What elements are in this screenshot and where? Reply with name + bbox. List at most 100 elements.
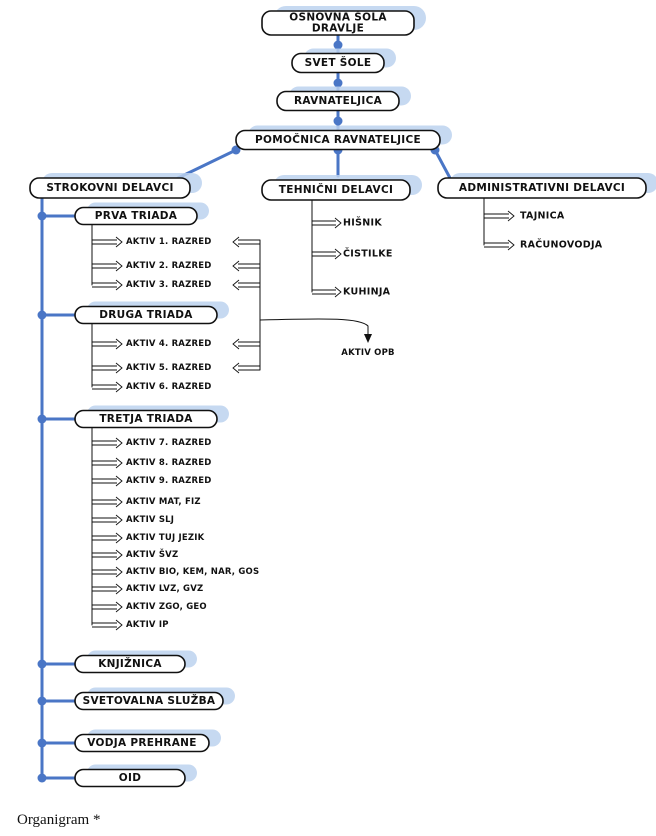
connector-pomocnica-administrativni bbox=[433, 148, 452, 180]
group-2-item-5: AKTIV TUJ JEZIK bbox=[126, 533, 205, 543]
group-1-item-1: AKTIV 5. RAZRED bbox=[126, 363, 211, 373]
arrow-group-2-10 bbox=[92, 619, 123, 631]
arrow-tehnicni-1 bbox=[312, 248, 342, 260]
opb-arrow-0 bbox=[232, 236, 260, 248]
node-group-5-label: VODJA PREHRANE bbox=[87, 737, 196, 749]
group-2-item-7: AKTIV BIO, KEM, NAR, GOS bbox=[126, 567, 259, 577]
group-dot-4 bbox=[37, 696, 47, 706]
node-tehnicni-delavci-frame bbox=[261, 179, 411, 201]
node-group-1-label: DRUGA TRIADA bbox=[99, 309, 193, 321]
group-dot-6 bbox=[37, 773, 47, 783]
node-group-0: PRVA TRIADA bbox=[74, 202, 209, 226]
connector-dot-0 bbox=[333, 40, 343, 50]
opb-connector bbox=[259, 318, 369, 338]
node-svet-sole: SVET ŠOLE bbox=[291, 48, 396, 74]
arrow-group-2-4 bbox=[92, 514, 123, 526]
node-pomocnica-frame bbox=[235, 129, 441, 151]
arrow-administrativni-1 bbox=[484, 239, 515, 251]
node-group-6-frame bbox=[74, 768, 186, 788]
group-2-item-0: AKTIV 7. RAZRED bbox=[126, 438, 211, 448]
administrativni-item-0: TAJNICA bbox=[520, 211, 565, 222]
arrow-group-1-0 bbox=[92, 338, 123, 350]
arrow-group-0-1 bbox=[92, 260, 123, 272]
arrow-group-2-9 bbox=[92, 601, 123, 613]
arrow-group-0-2 bbox=[92, 279, 123, 291]
arrow-administrativni-0 bbox=[484, 210, 515, 222]
group-2-item-4: AKTIV SLJ bbox=[126, 515, 174, 525]
group-2-item-10: AKTIV IP bbox=[126, 620, 169, 630]
node-group-2-label: TRETJA TRIADA bbox=[99, 413, 193, 425]
node-osnovna-sola-label: DRAVLJE bbox=[312, 23, 364, 35]
node-strokovni-delavci-label: STROKOVNI DELAVCI bbox=[46, 182, 173, 194]
arrow-group-1-2 bbox=[92, 381, 123, 393]
group-0-item-0: AKTIV 1. RAZRED bbox=[126, 237, 211, 247]
arrow-group-2-0 bbox=[92, 437, 123, 449]
node-group-2-frame bbox=[74, 409, 218, 429]
node-group-1: DRUGA TRIADA bbox=[74, 301, 229, 325]
node-administrativni-delavci-frame bbox=[437, 177, 647, 199]
group-dot-0 bbox=[37, 211, 47, 221]
opb-arrow-1 bbox=[232, 260, 260, 272]
group-2-item-9: AKTIV ZGO, GEO bbox=[126, 602, 207, 612]
opb-arrowhead bbox=[364, 334, 372, 343]
opb-arrow-2 bbox=[232, 279, 260, 291]
node-group-4-label: SVETOVALNA SLUŽBA bbox=[83, 694, 216, 707]
aktiv-opb-label: AKTIV OPB bbox=[341, 348, 394, 358]
caption: Organigram * bbox=[17, 812, 101, 828]
arrow-tehnicni-2 bbox=[312, 286, 342, 298]
arrow-group-2-1 bbox=[92, 457, 123, 469]
connector-dot-1 bbox=[333, 78, 343, 88]
arrow-group-2-2 bbox=[92, 475, 123, 487]
connector-dot-2 bbox=[333, 116, 343, 126]
node-svet-sole-frame bbox=[291, 52, 385, 74]
node-group-5: VODJA PREHRANE bbox=[74, 729, 221, 753]
arrow-tehnicni-0 bbox=[312, 217, 342, 229]
group-0-item-2: AKTIV 3. RAZRED bbox=[126, 280, 211, 290]
node-pomocnica-label: POMOČNICA RAVNATELJICE bbox=[255, 133, 421, 146]
node-administrativni-delavci: ADMINISTRATIVNI DELAVCI bbox=[437, 173, 656, 199]
node-group-6: OID bbox=[74, 764, 197, 788]
node-group-3: KNJIŽNICA bbox=[74, 650, 197, 674]
group-1-item-2: AKTIV 6. RAZRED bbox=[126, 382, 211, 392]
arrow-group-2-8 bbox=[92, 583, 123, 595]
node-strokovni-delavci-frame bbox=[29, 177, 191, 199]
tehnicni-item-2: KUHINJA bbox=[343, 287, 391, 298]
group-2-item-2: AKTIV 9. RAZRED bbox=[126, 476, 211, 486]
arrow-group-0-0 bbox=[92, 236, 123, 248]
arrow-group-2-5 bbox=[92, 532, 123, 544]
group-dot-1 bbox=[37, 310, 47, 320]
node-group-0-frame bbox=[74, 206, 198, 226]
group-2-item-6: AKTIV ŠVZ bbox=[126, 548, 178, 560]
arrow-group-2-7 bbox=[92, 566, 123, 578]
node-strokovni-delavci: STROKOVNI DELAVCI bbox=[29, 173, 202, 199]
connector-dot-strokovni bbox=[231, 145, 241, 155]
node-osnovna-sola-label: OSNOVNA ŠOLA bbox=[289, 11, 387, 24]
node-tehnicni-delavci: TEHNIČNI DELAVCI bbox=[261, 175, 422, 201]
node-group-4: SVETOVALNA SLUŽBA bbox=[74, 687, 235, 711]
node-group-4-frame bbox=[74, 691, 224, 711]
node-svet-sole-label: SVET ŠOLE bbox=[305, 56, 372, 69]
node-group-6-label: OID bbox=[119, 772, 141, 784]
node-pomocnica: POMOČNICA RAVNATELJICE bbox=[235, 125, 452, 151]
tehnicni-item-0: HIŠNIK bbox=[343, 217, 382, 229]
node-ravnateljica-frame bbox=[276, 90, 400, 112]
node-group-3-frame bbox=[74, 654, 186, 674]
group-dot-5 bbox=[37, 738, 47, 748]
group-2-item-1: AKTIV 8. RAZRED bbox=[126, 458, 211, 468]
node-group-5-frame bbox=[74, 733, 210, 753]
arrow-group-2-3 bbox=[92, 496, 123, 508]
group-1-item-0: AKTIV 4. RAZRED bbox=[126, 339, 211, 349]
group-0-item-1: AKTIV 2. RAZRED bbox=[126, 261, 211, 271]
arrow-group-1-1 bbox=[92, 362, 123, 374]
arrow-group-2-6 bbox=[92, 549, 123, 561]
group-dot-2 bbox=[37, 414, 47, 424]
node-group-2: TRETJA TRIADA bbox=[74, 405, 229, 429]
node-group-3-label: KNJIŽNICA bbox=[98, 657, 162, 670]
node-group-0-label: PRVA TRIADA bbox=[95, 210, 178, 222]
node-ravnateljica-label: RAVNATELJICA bbox=[294, 95, 383, 107]
opb-arrow-3 bbox=[232, 338, 260, 350]
group-2-item-8: AKTIV LVZ, GVZ bbox=[126, 584, 203, 594]
opb-arrow-4 bbox=[232, 362, 260, 374]
